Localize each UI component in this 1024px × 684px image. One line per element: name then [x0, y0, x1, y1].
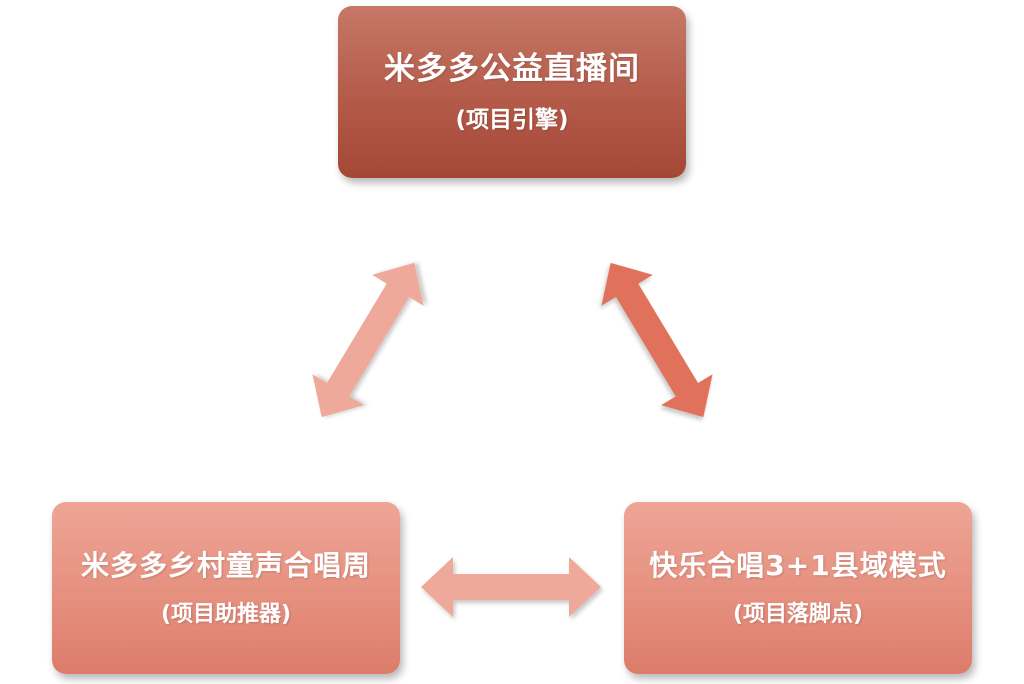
node-live-stream-room: 米多多公益直播间 (项目引擎) [338, 6, 686, 178]
arrow-top-left-double [312, 262, 424, 418]
node-choir-week-subtitle: (项目助推器) [160, 602, 292, 627]
node-choir-week: 米多多乡村童声合唱周 (项目助推器) [52, 502, 400, 674]
node-county-model: 快乐合唱3+1县域模式 (项目落脚点) [624, 502, 972, 674]
arrow-top-left-shape [312, 262, 424, 418]
arrow-top-right-shape [601, 262, 713, 418]
node-live-stream-room-title: 米多多公益直播间 [384, 51, 640, 88]
node-choir-week-title: 米多多乡村童声合唱周 [80, 548, 371, 582]
arrow-bottom-shape [421, 557, 601, 617]
arrow-bottom-double [421, 557, 601, 617]
node-county-model-subtitle: (项目落脚点) [732, 602, 864, 627]
node-county-model-title: 快乐合唱3+1县域模式 [649, 548, 947, 582]
node-live-stream-room-subtitle: (项目引擎) [455, 107, 569, 134]
arrow-top-right-double [601, 262, 713, 418]
